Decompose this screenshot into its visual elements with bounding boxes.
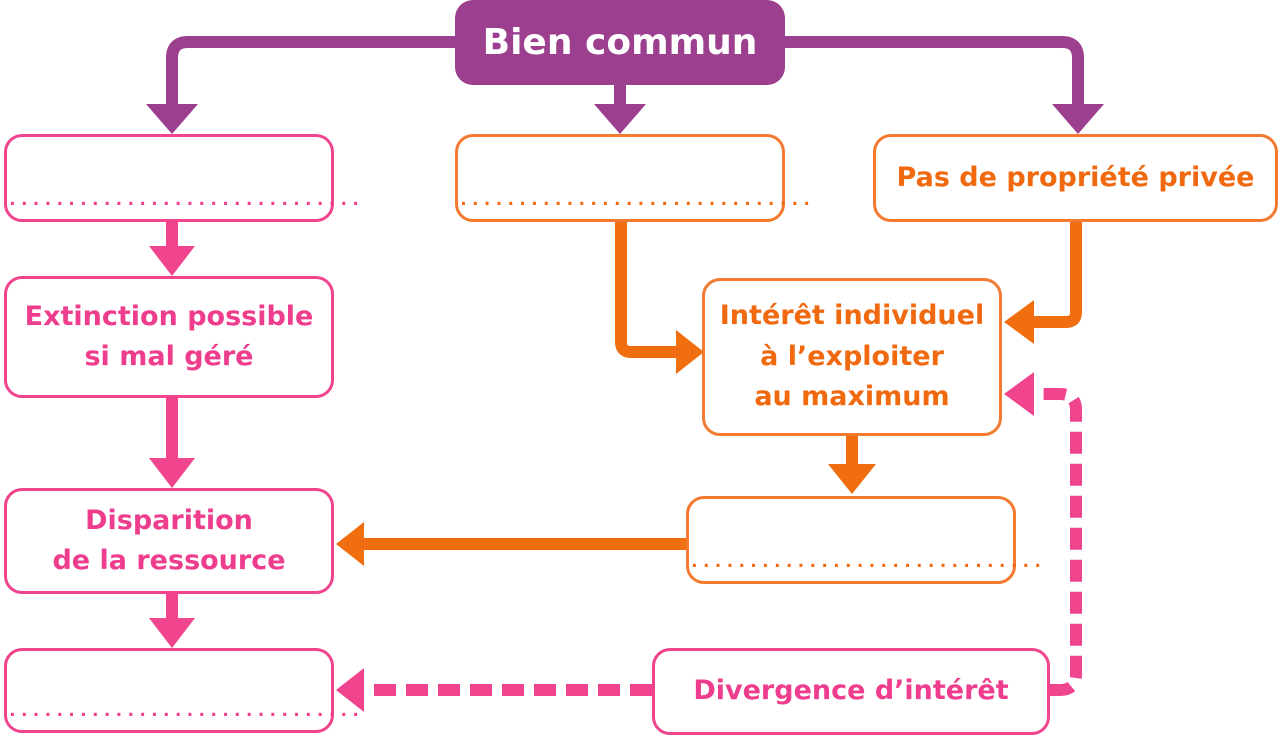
arrowhead-disparition <box>149 458 195 488</box>
arrow-private-to-interest <box>1030 222 1082 328</box>
box-label: Divergence d’intérêt <box>693 675 1009 707</box>
blank-line: .............................. <box>7 189 363 210</box>
box-disappearance: Disparition de la ressource <box>4 488 334 594</box>
arrowhead-interest-dashed <box>1004 372 1034 416</box>
title-box: Bien commun <box>455 0 785 85</box>
box-blank-left-top: .............................. <box>4 134 363 222</box>
box-blank-center-top: .............................. <box>455 134 814 222</box>
arrowhead-interest-right <box>1004 300 1034 344</box>
box-individual-interest: Intérêt individuel à l’exploiter au maxi… <box>702 278 1002 436</box>
arrow-divergence-to-interest <box>1032 388 1082 696</box>
arrowhead-title-left <box>146 104 198 134</box>
arrowhead-extinction <box>149 246 195 276</box>
arrowhead-disparition-right <box>336 522 364 566</box>
blank-line: .............................. <box>689 551 1045 572</box>
arrowhead-title-center <box>594 104 646 134</box>
arrowhead-title-right <box>1052 104 1104 134</box>
box-extinction: Extinction possible si mal géré <box>4 276 334 398</box>
box-blank-left-bottom: .............................. <box>4 648 363 733</box>
arrow-title-to-left <box>166 36 455 108</box>
box-label-line-1: Extinction possible <box>24 300 314 332</box>
box-label-line-1: Intérêt individuel <box>719 300 985 332</box>
arrow-center-blank-to-interest <box>615 222 680 358</box>
blank-line: .............................. <box>7 700 363 721</box>
box-label-line-1: Disparition <box>85 504 253 536</box>
box-label-line-2: à l’exploiter <box>760 340 944 372</box>
box-blank-right-middle: .............................. <box>686 496 1045 584</box>
arrowhead-blank-bottom <box>149 618 195 648</box>
arrowhead-interest-left <box>676 330 704 374</box>
blank-line: .............................. <box>458 189 814 210</box>
box-label-line-3: au maximum <box>754 381 950 413</box>
arrowhead-blank-right <box>828 464 876 494</box>
box-label-line-2: si mal géré <box>84 341 254 372</box>
box-label: Pas de propriété privée <box>896 161 1255 193</box>
box-divergence: Divergence d’intérêt <box>652 648 1050 735</box>
arrow-title-to-right <box>785 36 1084 108</box>
arrowhead-blank-bottom-right <box>336 668 364 712</box>
box-label-line-2: de la ressource <box>52 545 286 576</box>
title-text: Bien commun <box>482 22 758 63</box>
box-no-private-property: Pas de propriété privée <box>873 134 1278 222</box>
